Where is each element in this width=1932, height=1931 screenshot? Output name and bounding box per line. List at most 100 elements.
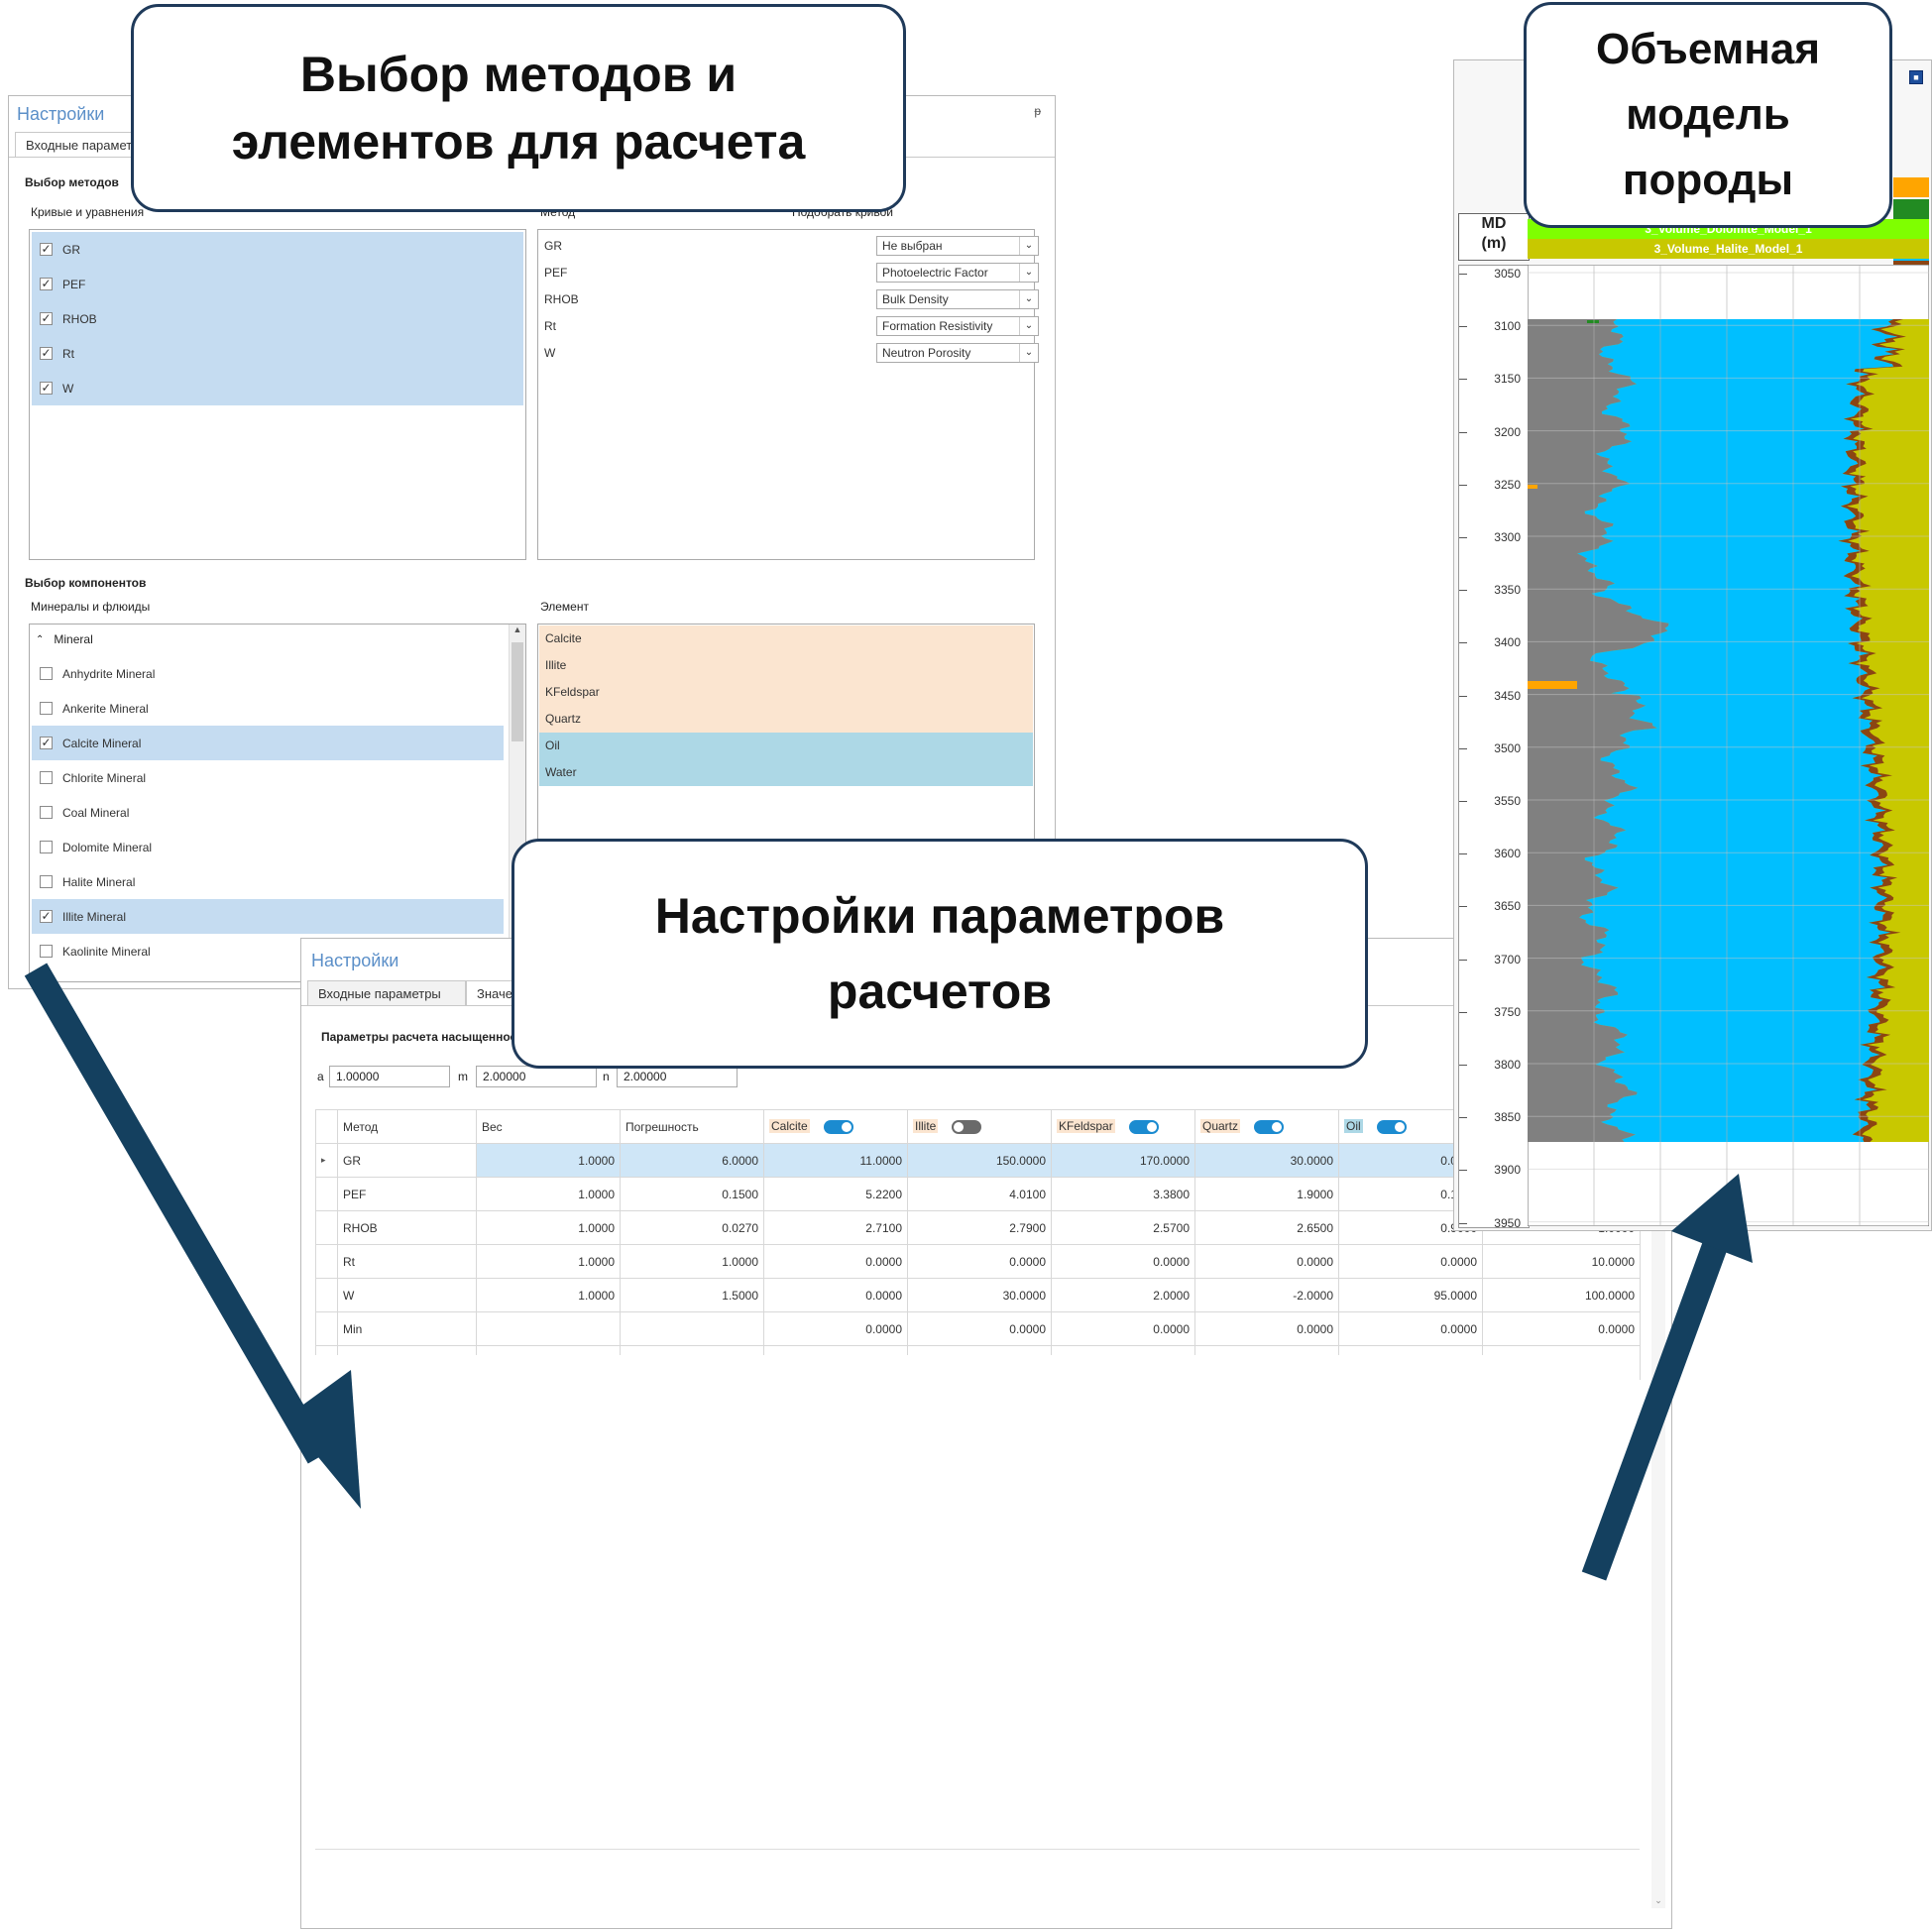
mineral-item[interactable]: Ankerite Mineral — [32, 691, 504, 726]
checkbox-icon[interactable] — [40, 841, 53, 853]
checkbox-icon[interactable] — [40, 771, 53, 784]
cell-error[interactable]: 0.1500 — [620, 1177, 764, 1211]
col-component[interactable]: Quartz — [1194, 1109, 1339, 1144]
lock-icon[interactable]: ■ — [1909, 70, 1923, 84]
m-input[interactable]: 2.00000 — [476, 1066, 597, 1087]
toggle-switch[interactable] — [823, 1119, 853, 1134]
col-component[interactable]: KFeldspar — [1051, 1109, 1195, 1144]
pin-icon[interactable]: ᵽ — [1034, 104, 1041, 118]
col-component[interactable]: Calcite — [763, 1109, 908, 1144]
cell-value[interactable]: 0.0000 — [763, 1244, 908, 1279]
mineral-item[interactable]: ✓Calcite Mineral — [32, 726, 504, 760]
cell-value[interactable]: 2.7100 — [763, 1210, 908, 1245]
cell-weight[interactable] — [476, 1311, 621, 1346]
mineral-item[interactable]: Halite Mineral — [32, 864, 504, 899]
toggle-switch[interactable] — [1254, 1119, 1285, 1134]
col-method[interactable]: Метод — [337, 1109, 477, 1144]
curve-item[interactable]: ✓PEF — [32, 267, 523, 301]
cell-method[interactable]: W — [337, 1278, 477, 1312]
tab-input-params[interactable]: Входные параметры — [307, 980, 466, 1006]
checkbox-checked-icon[interactable]: ✓ — [40, 311, 53, 325]
cell-value[interactable]: 95.0000 — [1338, 1278, 1483, 1312]
curve-item[interactable]: ✓W — [32, 371, 523, 405]
scroll-down-icon[interactable]: ⌄ — [1654, 1895, 1662, 1905]
cell-value[interactable]: 0.0000 — [1338, 1311, 1483, 1346]
cell-weight[interactable]: 1.0000 — [476, 1177, 621, 1211]
col-component[interactable]: Illite — [907, 1109, 1052, 1144]
curve-select[interactable]: Formation Resistivity⌄ — [876, 315, 1039, 336]
mineral-group-header[interactable]: ⌃ Mineral — [36, 632, 93, 646]
table-row[interactable]: PEF1.00000.15005.22004.01003.38001.90000… — [315, 1177, 1641, 1211]
cell-value[interactable]: 5.2200 — [763, 1177, 908, 1211]
checkbox-checked-icon[interactable]: ✓ — [40, 346, 53, 360]
curve-item[interactable]: ✓GR — [32, 232, 523, 267]
cell-value[interactable]: 2.0000 — [1051, 1278, 1195, 1312]
cell-value[interactable]: 3.3800 — [1051, 1177, 1195, 1211]
a-input[interactable]: 1.00000 — [329, 1066, 450, 1087]
cell-value[interactable]: 170.0000 — [1051, 1143, 1195, 1178]
element-item[interactable]: Illite — [539, 652, 1033, 679]
element-item[interactable]: Oil — [539, 733, 1033, 759]
scroll-thumb[interactable] — [511, 642, 523, 741]
toggle-switch[interactable] — [1128, 1119, 1159, 1134]
checkbox-icon[interactable] — [40, 667, 53, 680]
chevron-down-icon[interactable]: ⌄ — [1019, 236, 1038, 255]
cell-value[interactable]: 0.0000 — [1194, 1311, 1339, 1346]
curve-item[interactable]: ✓Rt — [32, 336, 523, 371]
cell-value[interactable]: 150.0000 — [907, 1143, 1052, 1178]
scroll-up-icon[interactable]: ▲ — [512, 625, 522, 634]
cell-value[interactable]: 100.0000 — [1482, 1278, 1641, 1312]
mineral-item[interactable]: Kaolinite Mineral — [32, 934, 504, 968]
mineral-item[interactable]: Anhydrite Mineral — [32, 656, 504, 691]
cell-method[interactable]: RHOB — [337, 1210, 477, 1245]
cell-value[interactable]: 10.0000 — [1482, 1244, 1641, 1279]
cell-value[interactable]: 1.9000 — [1194, 1177, 1339, 1211]
cell-error[interactable]: 0.0270 — [620, 1210, 764, 1245]
chevron-down-icon[interactable]: ⌄ — [1019, 316, 1038, 335]
checkbox-checked-icon[interactable]: ✓ — [40, 381, 53, 395]
cell-weight[interactable]: 1.0000 — [476, 1244, 621, 1279]
cell-value[interactable]: 4.0100 — [907, 1177, 1052, 1211]
chevron-down-icon[interactable]: ⌄ — [1019, 289, 1038, 308]
cell-value[interactable]: 30.0000 — [907, 1278, 1052, 1312]
toggle-switch[interactable] — [952, 1119, 982, 1134]
curve-select[interactable]: Не выбран⌄ — [876, 235, 1039, 256]
cell-value[interactable]: 30.0000 — [1194, 1143, 1339, 1178]
checkbox-icon[interactable] — [40, 702, 53, 715]
tab-input-params[interactable]: Входные параметры — [15, 132, 144, 158]
cell-value[interactable]: 0.0000 — [1338, 1244, 1483, 1279]
cell-weight[interactable]: 1.0000 — [476, 1278, 621, 1312]
checkbox-icon[interactable] — [40, 806, 53, 819]
cell-value[interactable]: 0.0000 — [763, 1278, 908, 1312]
col-weight[interactable]: Вес — [476, 1109, 621, 1144]
cell-method[interactable]: GR — [337, 1143, 477, 1178]
element-item[interactable]: KFeldspar — [539, 679, 1033, 706]
cell-method[interactable]: Min — [337, 1311, 477, 1346]
cell-value[interactable]: 2.7900 — [907, 1210, 1052, 1245]
curve-select[interactable]: Photoelectric Factor⌄ — [876, 262, 1039, 283]
cell-value[interactable]: 2.6500 — [1194, 1210, 1339, 1245]
element-item[interactable]: Water — [539, 759, 1033, 786]
chevron-down-icon[interactable]: ⌄ — [1019, 343, 1038, 362]
mineral-item[interactable]: Chlorite Mineral — [32, 760, 504, 795]
cell-error[interactable]: 6.0000 — [620, 1143, 764, 1178]
cell-weight[interactable]: 1.0000 — [476, 1143, 621, 1178]
checkbox-icon[interactable] — [40, 945, 53, 958]
cell-value[interactable]: 0.0000 — [907, 1311, 1052, 1346]
cell-value[interactable]: 0.0000 — [763, 1311, 908, 1346]
cell-value[interactable]: 0.0000 — [1051, 1244, 1195, 1279]
checkbox-checked-icon[interactable]: ✓ — [40, 909, 53, 923]
cell-error[interactable] — [620, 1311, 764, 1346]
mineral-item[interactable]: ✓Illite Mineral — [32, 899, 504, 934]
checkbox-checked-icon[interactable]: ✓ — [40, 736, 53, 749]
cell-value[interactable]: 0.0000 — [1051, 1311, 1195, 1346]
cell-weight[interactable]: 1.0000 — [476, 1210, 621, 1245]
mineral-item[interactable]: Coal Mineral — [32, 795, 504, 830]
curve-item[interactable]: ✓RHOB — [32, 301, 523, 336]
cell-value[interactable]: 11.0000 — [763, 1143, 908, 1178]
checkbox-checked-icon[interactable]: ✓ — [40, 277, 53, 290]
